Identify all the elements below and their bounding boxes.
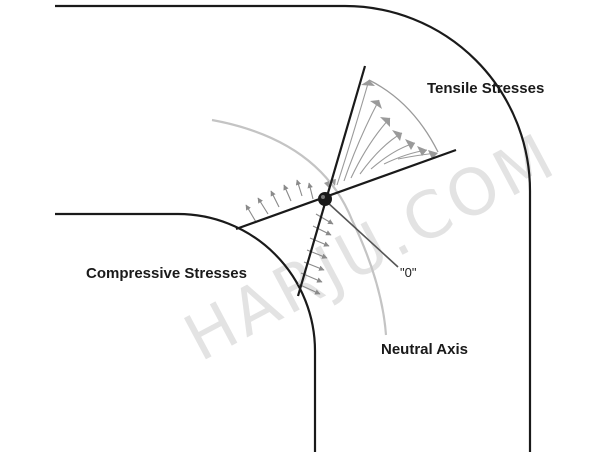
watermark-text: HARJU.COM (173, 119, 569, 376)
section-line-lower (235, 148, 457, 231)
inner-edge (55, 212, 317, 452)
compressive-stresses-label: Compressive Stresses (86, 265, 247, 282)
neutral-point (318, 192, 332, 206)
tensile-stresses-label: Tensile Stresses (427, 80, 544, 97)
tensile-envelope-curve (368, 79, 439, 153)
section-line-upper (296, 65, 367, 297)
neutral-axis-label: Neutral Axis (381, 341, 468, 358)
neutral-axis-curve (211, 118, 388, 336)
tensile-stress-arrows (324, 79, 439, 189)
outer-edge (55, 4, 532, 452)
zero-label: "0" (400, 265, 417, 280)
zero-pointer-line (326, 201, 399, 268)
